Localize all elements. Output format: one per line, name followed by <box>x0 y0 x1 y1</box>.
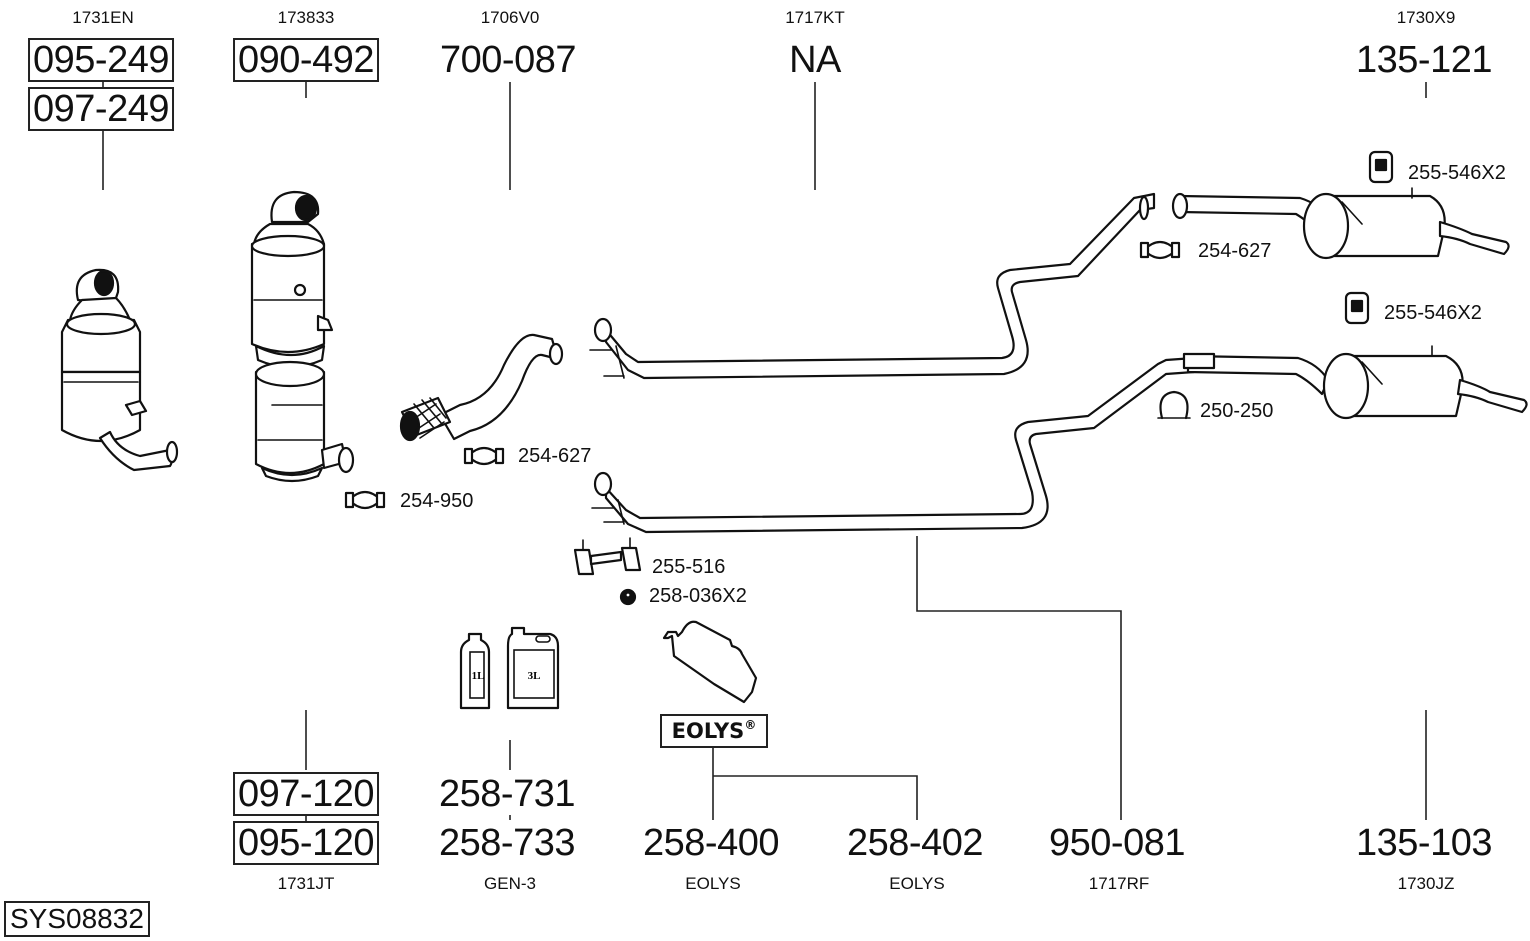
hanger-bracket-icon <box>573 537 642 576</box>
code-label: EOLYS <box>685 874 741 893</box>
part-number-095-249[interactable]: 095-249 <box>28 38 174 82</box>
code-label: EOLYS <box>889 874 945 893</box>
accessory-label-clamp[interactable]: 254-627 <box>1198 240 1272 262</box>
part-number-135-103[interactable]: 135-103 <box>1356 822 1492 864</box>
part-number-950-081[interactable]: 950-081 <box>1049 822 1185 864</box>
u-clamp-icon <box>1157 390 1191 420</box>
additive-bottle-1l-icon <box>459 632 491 710</box>
accessory-label-clamp[interactable]: 254-950 <box>400 490 474 512</box>
particulate-filter-1731EN <box>60 268 179 472</box>
accessory-label-nut[interactable]: 258-036X2 <box>649 585 747 607</box>
system-id-label: SYS08832 <box>4 901 150 937</box>
code-label: 1706V0 <box>480 8 540 27</box>
clamp-icon <box>344 490 386 510</box>
clamp-icon <box>1139 240 1181 260</box>
leader-258-402 <box>713 775 918 820</box>
bottle-3l-label: 3L <box>528 670 541 682</box>
part-number-095-120[interactable]: 095-120 <box>233 821 379 865</box>
part-number-258-733[interactable]: 258-733 <box>439 822 575 864</box>
part-number-258-400[interactable]: 258-400 <box>643 822 779 864</box>
part-number-097-120[interactable]: 097-120 <box>233 772 379 816</box>
code-label: 1717RF <box>1088 874 1150 893</box>
leader-950-081 <box>916 536 1122 820</box>
accessory-label-hanger-bracket[interactable]: 255-516 <box>652 556 726 578</box>
code-label: 1730JZ <box>1397 874 1455 893</box>
part-number-258-731[interactable]: 258-731 <box>439 773 575 815</box>
eolys-tank-icon <box>662 620 758 704</box>
part-number-na[interactable]: NA <box>789 39 841 81</box>
accessory-label-u-clamp[interactable]: 250-250 <box>1200 400 1274 422</box>
code-label: GEN-3 <box>484 874 536 893</box>
part-number-090-492[interactable]: 090-492 <box>233 38 379 82</box>
flex-pipe-700-087 <box>399 333 564 442</box>
rubber-hanger-icon <box>1344 291 1370 325</box>
accessory-label-clamp[interactable]: 254-627 <box>518 445 592 467</box>
clamp-icon <box>463 446 505 466</box>
code-label: 1731JT <box>277 874 335 893</box>
eolys-logo: EOLYS® <box>660 714 768 748</box>
part-number-135-121[interactable]: 135-121 <box>1356 39 1492 81</box>
part-number-097-249[interactable]: 097-249 <box>28 87 174 131</box>
code-label: 1717KT <box>785 8 845 27</box>
accessory-label-rubber-hanger[interactable]: 255-546X2 <box>1384 302 1482 324</box>
code-label: 173833 <box>277 8 335 27</box>
part-number-258-402[interactable]: 258-402 <box>847 822 983 864</box>
part-number-700-087[interactable]: 700-087 <box>440 39 576 81</box>
particulate-filter-173833 <box>250 190 334 369</box>
code-label: 1731EN <box>72 8 134 27</box>
bottle-1l-label: 1L <box>472 670 485 682</box>
eolys-logo-text: EOLYS <box>671 719 745 743</box>
rubber-hanger-icon <box>1368 150 1394 184</box>
particulate-filter-1731JT <box>254 360 355 483</box>
center-pipe-1717RF <box>591 356 1196 534</box>
registered-mark: ® <box>744 718 757 732</box>
accessory-label-rubber-hanger[interactable]: 255-546X2 <box>1408 162 1506 184</box>
leader-lines <box>102 80 1427 822</box>
code-label: 1730X9 <box>1396 8 1456 27</box>
additive-bottle-3l-icon <box>506 626 560 710</box>
center-pipe-1717KT <box>589 192 1156 380</box>
nut-icon <box>619 588 637 606</box>
